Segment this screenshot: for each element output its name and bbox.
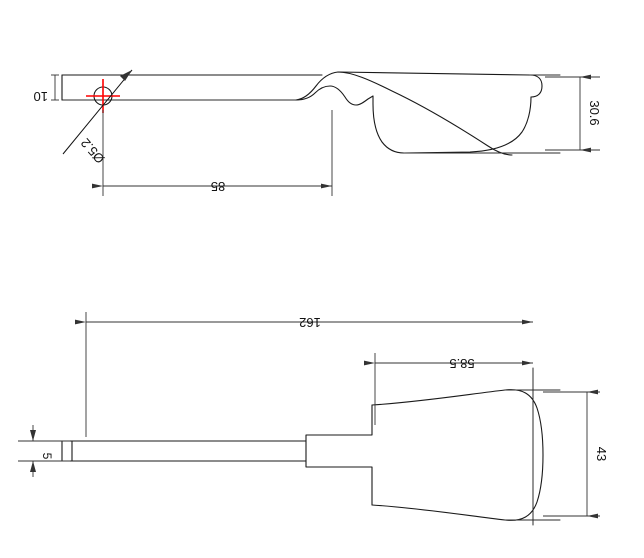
dimension-58-5: 58.5	[364, 353, 533, 425]
dimension-10: 10	[34, 74, 59, 104]
neck-upper-step	[305, 404, 373, 442]
dimension-5-text: 5	[40, 453, 54, 460]
handle-top-ridge	[337, 71, 531, 76]
dimension-85-text: 85	[211, 179, 225, 194]
dimension-58-5-text: 58.5	[449, 356, 474, 371]
dimension-162-text: 162	[299, 315, 321, 330]
side-view-geometry	[61, 71, 561, 156]
dimension-5-arrow-top	[30, 430, 36, 441]
dimension-162: 162	[75, 312, 533, 437]
dimension-dia-arrowhead	[120, 70, 132, 81]
plan-view-geometry	[61, 367, 561, 526]
dimension-dia-leader	[62, 69, 133, 155]
dimension-30-6: 30.6	[545, 74, 602, 153]
handle-plan-upper-edge	[371, 389, 544, 456]
handle-lower-profile	[295, 85, 532, 154]
neck-lower-step	[305, 460, 373, 506]
hole-center-group	[86, 79, 120, 113]
dimension-30-6-text: 30.6	[587, 100, 602, 125]
dimension-10-text: 10	[34, 89, 48, 104]
dimension-5-arrow-bottom	[30, 461, 36, 472]
blade-rectangle	[61, 440, 307, 462]
dimension-dia-5-2: Ø5.2	[62, 69, 133, 167]
dimension-43: 43	[543, 389, 609, 519]
dimension-5: 5	[18, 425, 70, 477]
dimension-43-text: 43	[594, 447, 609, 461]
handle-tip-nose	[529, 74, 543, 98]
dimension-85: 85	[92, 110, 333, 196]
handle-plan-lower-edge	[371, 454, 544, 521]
handle-upper-profile	[295, 71, 513, 156]
